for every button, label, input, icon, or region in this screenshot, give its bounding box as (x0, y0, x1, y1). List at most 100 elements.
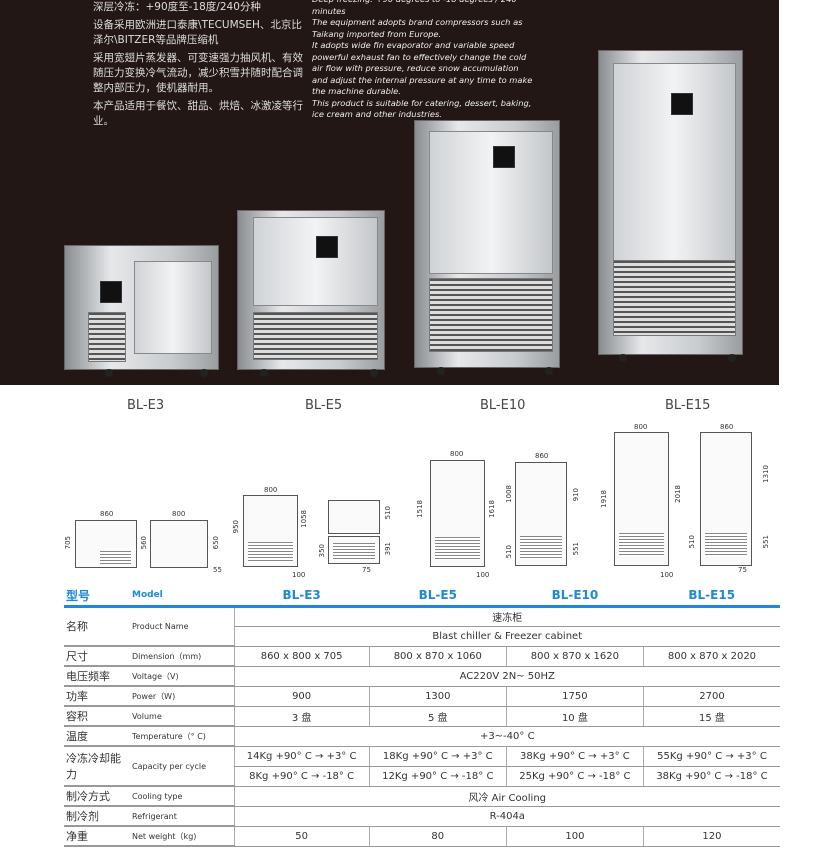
freezer-photo-e5 (237, 210, 385, 377)
row-value: +3~-40° C (233, 726, 780, 747)
header-model: BL-E15 (643, 586, 780, 608)
row-value: 38Kg +90° C → -18° C (642, 766, 780, 787)
product-banner: 深层冷冻：+90度至-18度/240分种 设备采用欧洲进口泰康\TECUMSEH… (0, 0, 779, 385)
row-value: 38Kg +90° C → +3° C (505, 746, 644, 767)
freezer-photo-e3 (64, 245, 219, 377)
row-value: 1300 (368, 686, 507, 707)
english-description: Deep freezing: +90 degrees to -18 degree… (312, 0, 534, 121)
row-value: Blast chiller & Freezer cabinet (233, 626, 780, 647)
row-label-cn: 尺寸 (64, 646, 130, 667)
chinese-description: 深层冷冻：+90度至-18度/240分种 设备采用欧洲进口泰康\TECUMSEH… (93, 0, 308, 132)
row-label-en: Temperature（° C) (130, 726, 234, 747)
row-label-en: Volume (130, 706, 234, 727)
row-value: 5 盘 (368, 706, 507, 727)
dim-label: 510 (505, 545, 513, 559)
dim-label: 800 (172, 510, 186, 518)
dim-label: 800 (264, 486, 278, 494)
row-value: 100 (505, 826, 644, 847)
cn-line: 本产品适用于餐饮、甜品、烘焙、冰激凌等行业。 (93, 100, 303, 127)
header-en: Model (130, 586, 234, 608)
dim-label: 1310 (762, 465, 770, 483)
model-label: BL-E15 (665, 398, 711, 413)
header-model: BL-E10 (506, 586, 644, 608)
dim-label: 560 (140, 536, 148, 550)
dim-label: 75 (738, 566, 747, 574)
dim-label: 391 (384, 542, 392, 556)
row-value: 860 x 800 x 705 (233, 646, 370, 667)
table-row: Blast chiller & Freezer cabinet (64, 626, 780, 647)
dim-label: 800 (634, 423, 648, 431)
dim-label: 510 (384, 506, 392, 520)
cn-line: 深层冷冻：+90度至-18度/240分种 (93, 1, 261, 13)
row-value: 25Kg +90° C → -18° C (505, 766, 644, 787)
dim-label: 800 (450, 450, 464, 458)
header-model: BL-E5 (369, 586, 507, 608)
row-value: 800 x 870 x 1060 (368, 646, 507, 667)
header-cn: 型号 (64, 586, 130, 608)
table-header: 型号 Model BL-E3 BL-E5 BL-E10 BL-E15 (64, 586, 780, 608)
row-value: 800 x 870 x 2020 (642, 646, 780, 667)
dim-label: 55 (213, 566, 222, 574)
dim-label: 510 (688, 535, 696, 549)
header-model: BL-E3 (234, 586, 370, 608)
row-value: 120 (642, 826, 780, 847)
dim-label: 100 (660, 571, 674, 579)
freezer-photo-e15 (598, 50, 743, 362)
dim-label: 551 (572, 542, 580, 556)
row-value: 15 盘 (642, 706, 780, 727)
row-label-cn: 容积 (64, 706, 130, 727)
dim-label: 860 (100, 510, 114, 518)
dim-label: 910 (572, 488, 580, 502)
row-label-en: Power（W) (130, 686, 234, 707)
cn-line: 设备采用欧洲进口泰康\TECUMSEH、北京比泽尔\BITZER等品牌压缩机 (93, 19, 302, 46)
row-label-cn: 功率 (64, 686, 130, 707)
row-label-en: Net weight（kg) (130, 826, 234, 847)
dim-label: 350 (318, 544, 326, 558)
row-label-cn: 温度 (64, 726, 130, 747)
row-value: 8Kg +90° C → -18° C (233, 766, 370, 787)
en-line: Deep freezing: +90 degrees to -18 degree… (312, 0, 517, 16)
row-value: R-404a (233, 806, 780, 827)
dim-label: 100 (476, 571, 490, 579)
model-label: BL-E10 (480, 398, 526, 413)
row-label-en: Refrigerant (130, 806, 234, 827)
dim-label: 860 (720, 423, 734, 431)
dim-label: 650 (212, 536, 220, 550)
row-value: 900 (233, 686, 370, 707)
dim-label: 1058 (300, 510, 308, 528)
row-label-en: Product Name (130, 606, 234, 647)
row-label-cn: 名称 (64, 606, 130, 647)
model-label: BL-E3 (127, 398, 165, 413)
row-label-cn: 净重 (64, 826, 130, 847)
row-label-en: Voltage（V) (130, 666, 234, 687)
dim-label: 860 (535, 452, 549, 460)
en-line: The equipment adopts brand compressors s… (312, 17, 523, 39)
dim-label: 551 (762, 535, 770, 549)
row-label-cn: 制冷剂 (64, 806, 130, 827)
cn-line: 采用宽翅片蒸发器、可变速强力抽风机、有效随压力变换冷气流动，减少积雪并随时配合调… (93, 52, 303, 94)
row-label-cn: 冷冻冷却能力 (64, 746, 130, 787)
dim-label: 100 (292, 571, 306, 579)
row-value: 12Kg +90° C → -18° C (368, 766, 507, 787)
row-value: 2700 (642, 686, 780, 707)
row-label-cn: 电压频率 (64, 666, 130, 687)
row-value: 800 x 870 x 1620 (505, 646, 644, 667)
row-value: 14Kg +90° C → +3° C (233, 746, 370, 767)
row-value: 10 盘 (505, 706, 644, 727)
row-value: AC220V 2N~ 50HZ (233, 666, 780, 687)
row-label-en: Dimension（mm) (130, 646, 234, 667)
dim-label: 1918 (600, 490, 608, 508)
row-label-cn: 制冷方式 (64, 786, 130, 807)
dim-label: 950 (232, 520, 240, 534)
